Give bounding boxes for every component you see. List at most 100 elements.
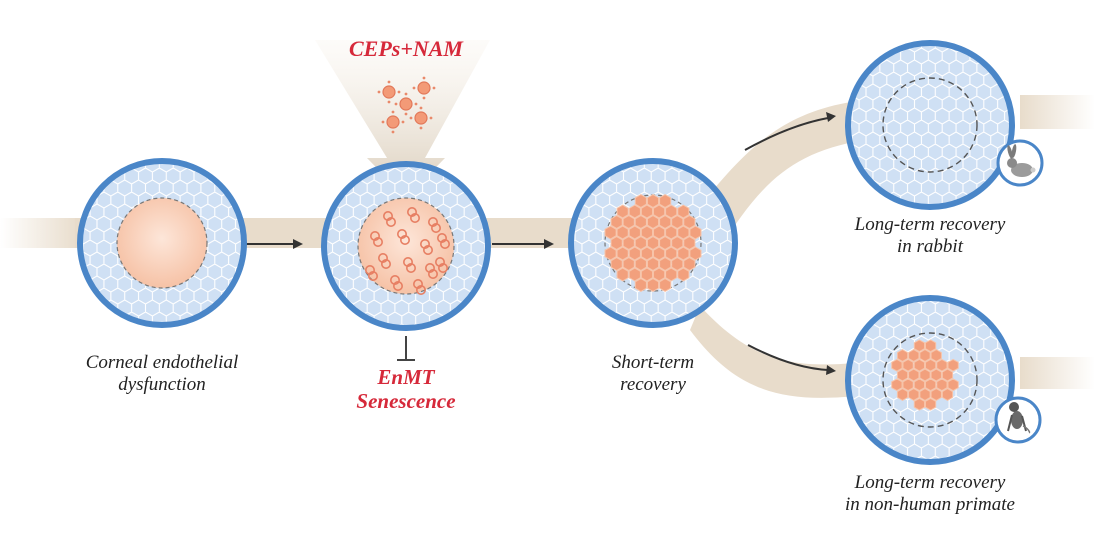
injected-cell [406, 207, 420, 224]
cell-hexagon [622, 257, 635, 271]
label-line: recovery [620, 374, 686, 395]
cell-hexagon [947, 378, 959, 392]
treatment-funnel [315, 40, 490, 198]
injected-cell [369, 231, 383, 248]
injected-cell [412, 278, 426, 295]
cell-hexagon [919, 368, 931, 382]
treatment-label: CEPs+NAM [349, 36, 464, 61]
cell-hexagon [913, 339, 925, 353]
drug-particle [409, 106, 433, 130]
cornea-dysfunction [77, 158, 247, 328]
cell-hexagon [634, 278, 647, 292]
primate-icon [994, 396, 1042, 444]
label-line: Long-term recovery [854, 214, 1006, 235]
label-line: Long-term recovery [854, 472, 1006, 493]
cell-hexagon [930, 368, 942, 382]
cell-hexagon [610, 236, 623, 250]
cell-hexagon [930, 349, 942, 362]
label-line: in non-human primate [845, 494, 1015, 515]
cell-hexagon [665, 267, 678, 282]
label-line: dysfunction [118, 374, 206, 395]
cell-hexagon [628, 246, 641, 261]
cell-hexagon [925, 358, 937, 372]
injected-cell [436, 233, 450, 250]
cell-hexagon [616, 204, 629, 219]
injected-cell [396, 229, 410, 246]
cell-hexagon [634, 194, 647, 208]
cell-hexagon [640, 225, 653, 240]
injected-cell [419, 239, 433, 256]
cornea-short-term [568, 158, 738, 328]
cell-hexagon [683, 257, 696, 271]
cell-hexagon [622, 236, 635, 250]
cell-hexagon [683, 215, 696, 229]
cornea-primate [845, 295, 1015, 465]
drug-particle [381, 110, 405, 134]
cell-hexagon [634, 236, 647, 250]
drug-particles [377, 76, 436, 134]
cell-hexagon [683, 236, 696, 250]
cell-hexagon [665, 204, 678, 219]
cell-hexagon [628, 225, 641, 240]
cell-hexagon [653, 267, 666, 282]
cell-hexagon [908, 368, 920, 382]
cell-hexagon [616, 267, 629, 282]
inhibition-symbol [397, 336, 415, 361]
cell-hexagon [677, 204, 690, 219]
regenerated-cells [604, 194, 702, 292]
cell-hexagon [908, 388, 920, 401]
cornea-treated [321, 161, 491, 331]
cell-hexagon [936, 378, 948, 392]
cell-hexagon [677, 246, 690, 261]
stage-label-dysfunction: Corneal endothelial dysfunction [52, 352, 272, 396]
label-line: Short-term [611, 352, 695, 373]
cell-hexagon [665, 246, 678, 261]
cell-hexagon [659, 236, 672, 250]
cell-hexagon [913, 378, 925, 392]
cell-hexagon [647, 215, 659, 229]
cell-hexagon [604, 246, 617, 261]
cell-hexagon [665, 225, 678, 240]
injected-cells [364, 207, 450, 295]
cell-hexagon [659, 278, 672, 292]
cell-hexagon [671, 215, 684, 229]
flow-arrow [245, 112, 836, 375]
cell-hexagon [604, 225, 617, 240]
cell-hexagon [647, 257, 659, 271]
cell-hexagon [947, 358, 959, 372]
cell-hexagon [891, 378, 903, 392]
stage-label-rabbit: Long-term recovery in rabbit [820, 214, 1040, 258]
cell-hexagon [913, 358, 925, 372]
label-line: Senescence [356, 389, 456, 413]
cell-hexagon [908, 349, 920, 362]
cell-hexagon [896, 368, 909, 382]
cell-hexagon [896, 388, 909, 401]
label-line: Corneal endothelial [85, 352, 239, 373]
rabbit-icon [996, 139, 1044, 187]
cornea-rabbit [845, 40, 1015, 210]
cell-hexagon [659, 257, 672, 271]
drug-particle [377, 80, 401, 104]
cell-hexagon [634, 257, 647, 271]
stage-label-primate: Long-term recovery in non-human primate [820, 472, 1040, 516]
cell-hexagon [647, 278, 659, 292]
drug-particle [412, 76, 436, 100]
cell-hexagon [616, 225, 629, 240]
inhibition-label: EnMT Senescence [316, 365, 496, 413]
cell-hexagon [941, 388, 954, 401]
cell-hexagon [616, 246, 629, 261]
cell-hexagon [925, 378, 937, 392]
cell-hexagon [671, 236, 684, 250]
cell-hexagon [653, 246, 666, 261]
cell-hexagon [647, 194, 659, 208]
stage-label-short-term: Short-term recovery [563, 352, 743, 396]
injected-cell [389, 274, 403, 291]
injected-cell [402, 256, 416, 273]
cell-hexagon [671, 257, 684, 271]
cell-hexagon [640, 267, 653, 282]
cell-hexagon [689, 225, 702, 240]
label-line: in rabbit [897, 236, 963, 257]
cell-hexagon [659, 215, 672, 229]
cell-hexagon [653, 225, 666, 240]
